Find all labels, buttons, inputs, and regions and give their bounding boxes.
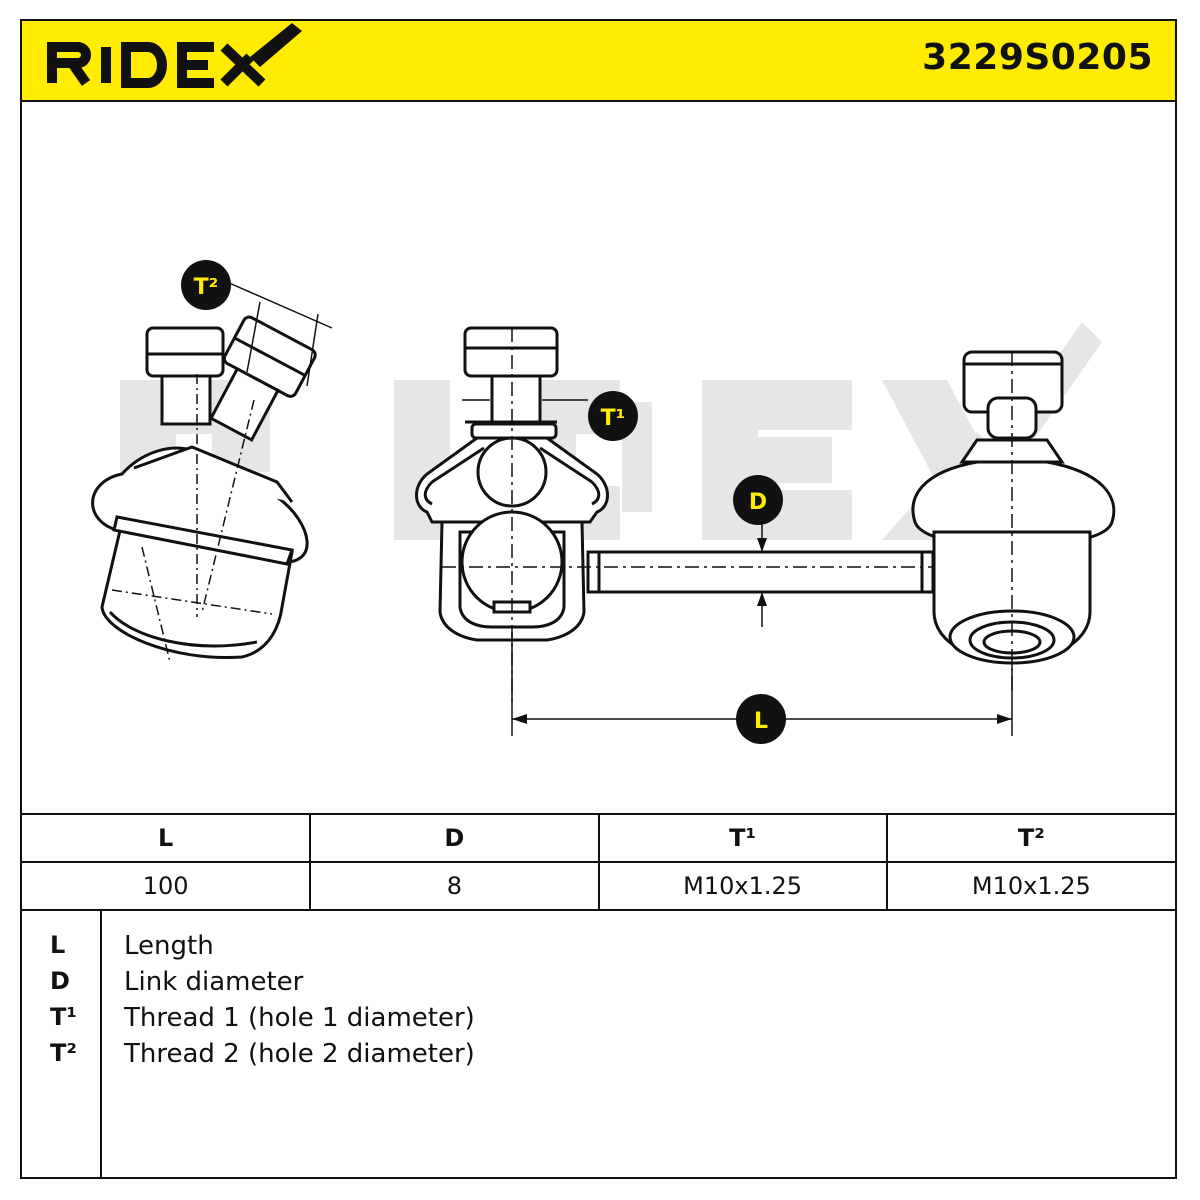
part-number: 3229S0205	[922, 37, 1153, 78]
spec-value-t2: M10x1.25	[885, 861, 1175, 911]
legend-item: D Link diameter	[22, 967, 1175, 1003]
spec-value-t1: M10x1.25	[597, 861, 888, 911]
technical-drawing: T²	[91, 260, 1116, 744]
legend-text: Thread 1 (hole 1 diameter)	[124, 1003, 475, 1033]
legend-key: D	[50, 967, 70, 995]
dimension-arrows	[512, 538, 1012, 724]
legend: L Length D Link diameter T¹ Thread 1 (ho…	[22, 911, 1175, 1179]
ball-joint-angled-view	[91, 281, 333, 663]
ridex-logo	[47, 23, 302, 88]
spec-table-header-row: L D T¹ T²	[22, 813, 1175, 863]
spec-table: L D T¹ T² 100 8 M10x1.25 M10x1.25	[22, 813, 1175, 911]
datasheet-frame: 3229S0205	[20, 19, 1177, 1179]
legend-text: Link diameter	[124, 967, 304, 997]
legend-key: T¹	[50, 1003, 77, 1031]
legend-item: L Length	[22, 931, 1175, 967]
legend-text: Length	[124, 931, 214, 961]
d-marker: D	[733, 475, 783, 525]
spec-header-d: D	[309, 813, 600, 863]
l-label: L	[754, 709, 768, 734]
header-bar: 3229S0205	[22, 21, 1175, 102]
legend-item: T¹ Thread 1 (hole 1 diameter)	[22, 1003, 1175, 1039]
t1-marker: T¹	[588, 391, 638, 441]
legend-key: T²	[50, 1039, 77, 1067]
legend-key: L	[50, 931, 66, 959]
legend-text: Thread 2 (hole 2 diameter)	[124, 1039, 475, 1069]
legend-item: T² Thread 2 (hole 2 diameter)	[22, 1039, 1175, 1075]
spec-header-t1: T¹	[597, 813, 888, 863]
t2-marker: T²	[181, 260, 231, 310]
d-label: D	[749, 490, 767, 515]
spec-table-value-row: 100 8 M10x1.25 M10x1.25	[22, 861, 1175, 911]
spec-value-l: 100	[22, 861, 312, 911]
t2-label: T²	[194, 275, 219, 300]
t1-label: T¹	[601, 406, 626, 431]
spec-value-d: 8	[309, 861, 600, 911]
spec-header-t2: T²	[885, 813, 1175, 863]
ball-joint-side-view	[911, 350, 1116, 692]
l-marker: L	[736, 694, 786, 744]
legend-divider	[100, 911, 102, 1179]
spec-header-l: L	[22, 813, 312, 863]
